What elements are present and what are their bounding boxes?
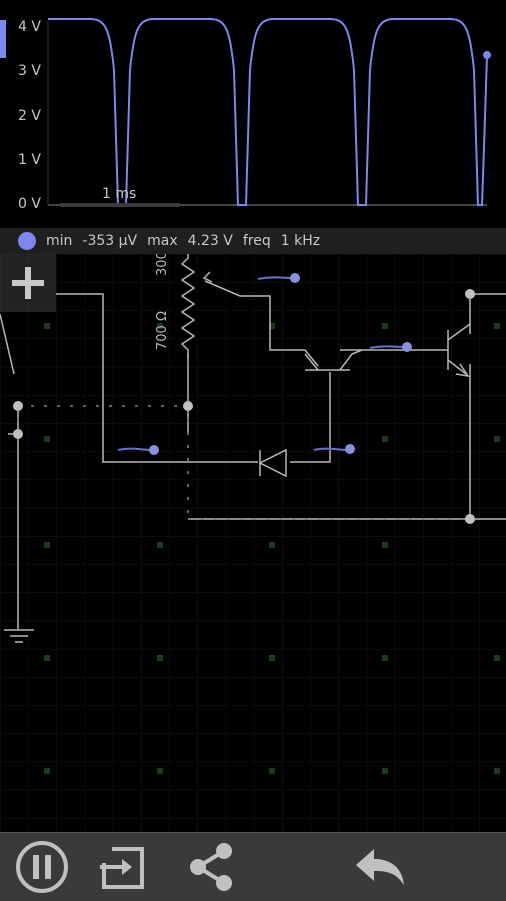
freq-value: 1 kHz — [280, 233, 321, 249]
y-tick-label: 4 V — [18, 19, 41, 35]
grid-dots — [44, 323, 500, 774]
circuit-drawing: 300 700 Ω — [0, 254, 506, 832]
undo-icon — [356, 849, 404, 885]
export-icon — [100, 847, 144, 889]
add-component-button[interactable] — [0, 254, 56, 312]
scope-waveform — [48, 18, 488, 206]
pause-button[interactable] — [12, 833, 72, 901]
min-label: min — [46, 233, 73, 249]
active-wires — [17, 405, 470, 520]
resistor-label-top: 300 — [155, 254, 170, 276]
time-scale-bar — [60, 203, 180, 207]
undo-button[interactable] — [350, 833, 410, 901]
junctions — [13, 289, 475, 524]
scope-selection-marker — [0, 20, 6, 58]
export-button[interactable] — [94, 833, 154, 901]
bottom-toolbar — [0, 832, 506, 901]
scope-trace-endpoint — [483, 51, 491, 59]
y-tick-label: 1 V — [18, 152, 41, 168]
trace-color-dot — [18, 232, 36, 250]
max-label: max — [147, 233, 178, 249]
potentiometer — [180, 254, 213, 358]
share-button[interactable] — [180, 833, 240, 901]
grid — [0, 254, 506, 832]
y-tick-label: 3 V — [18, 63, 41, 79]
diode — [258, 448, 287, 478]
transistor-1 — [304, 349, 363, 371]
scope-info-bar: min -353 µV max 4.23 V freq 1 kHz — [0, 228, 506, 254]
ground-symbol — [4, 629, 34, 643]
circuit-canvas[interactable]: 300 700 Ω — [0, 254, 506, 832]
y-tick-label: 0 V — [18, 196, 41, 212]
max-value: 4.23 V — [187, 233, 233, 249]
scope-trace-area — [47, 18, 491, 206]
resistor-label-bottom: 700 Ω — [155, 311, 170, 350]
share-icon — [190, 843, 232, 891]
min-value: -353 µV — [82, 233, 138, 249]
plus-icon — [12, 267, 44, 299]
pause-icon — [16, 841, 68, 893]
transistor-2 — [447, 323, 471, 378]
oscilloscope-panel[interactable]: 4 V 3 V 2 V 1 V 0 V 1 ms — [0, 0, 506, 228]
time-scale-label: 1 ms — [102, 186, 137, 202]
probes — [117, 273, 412, 455]
freq-label: freq — [242, 233, 271, 249]
y-tick-label: 2 V — [18, 108, 41, 124]
